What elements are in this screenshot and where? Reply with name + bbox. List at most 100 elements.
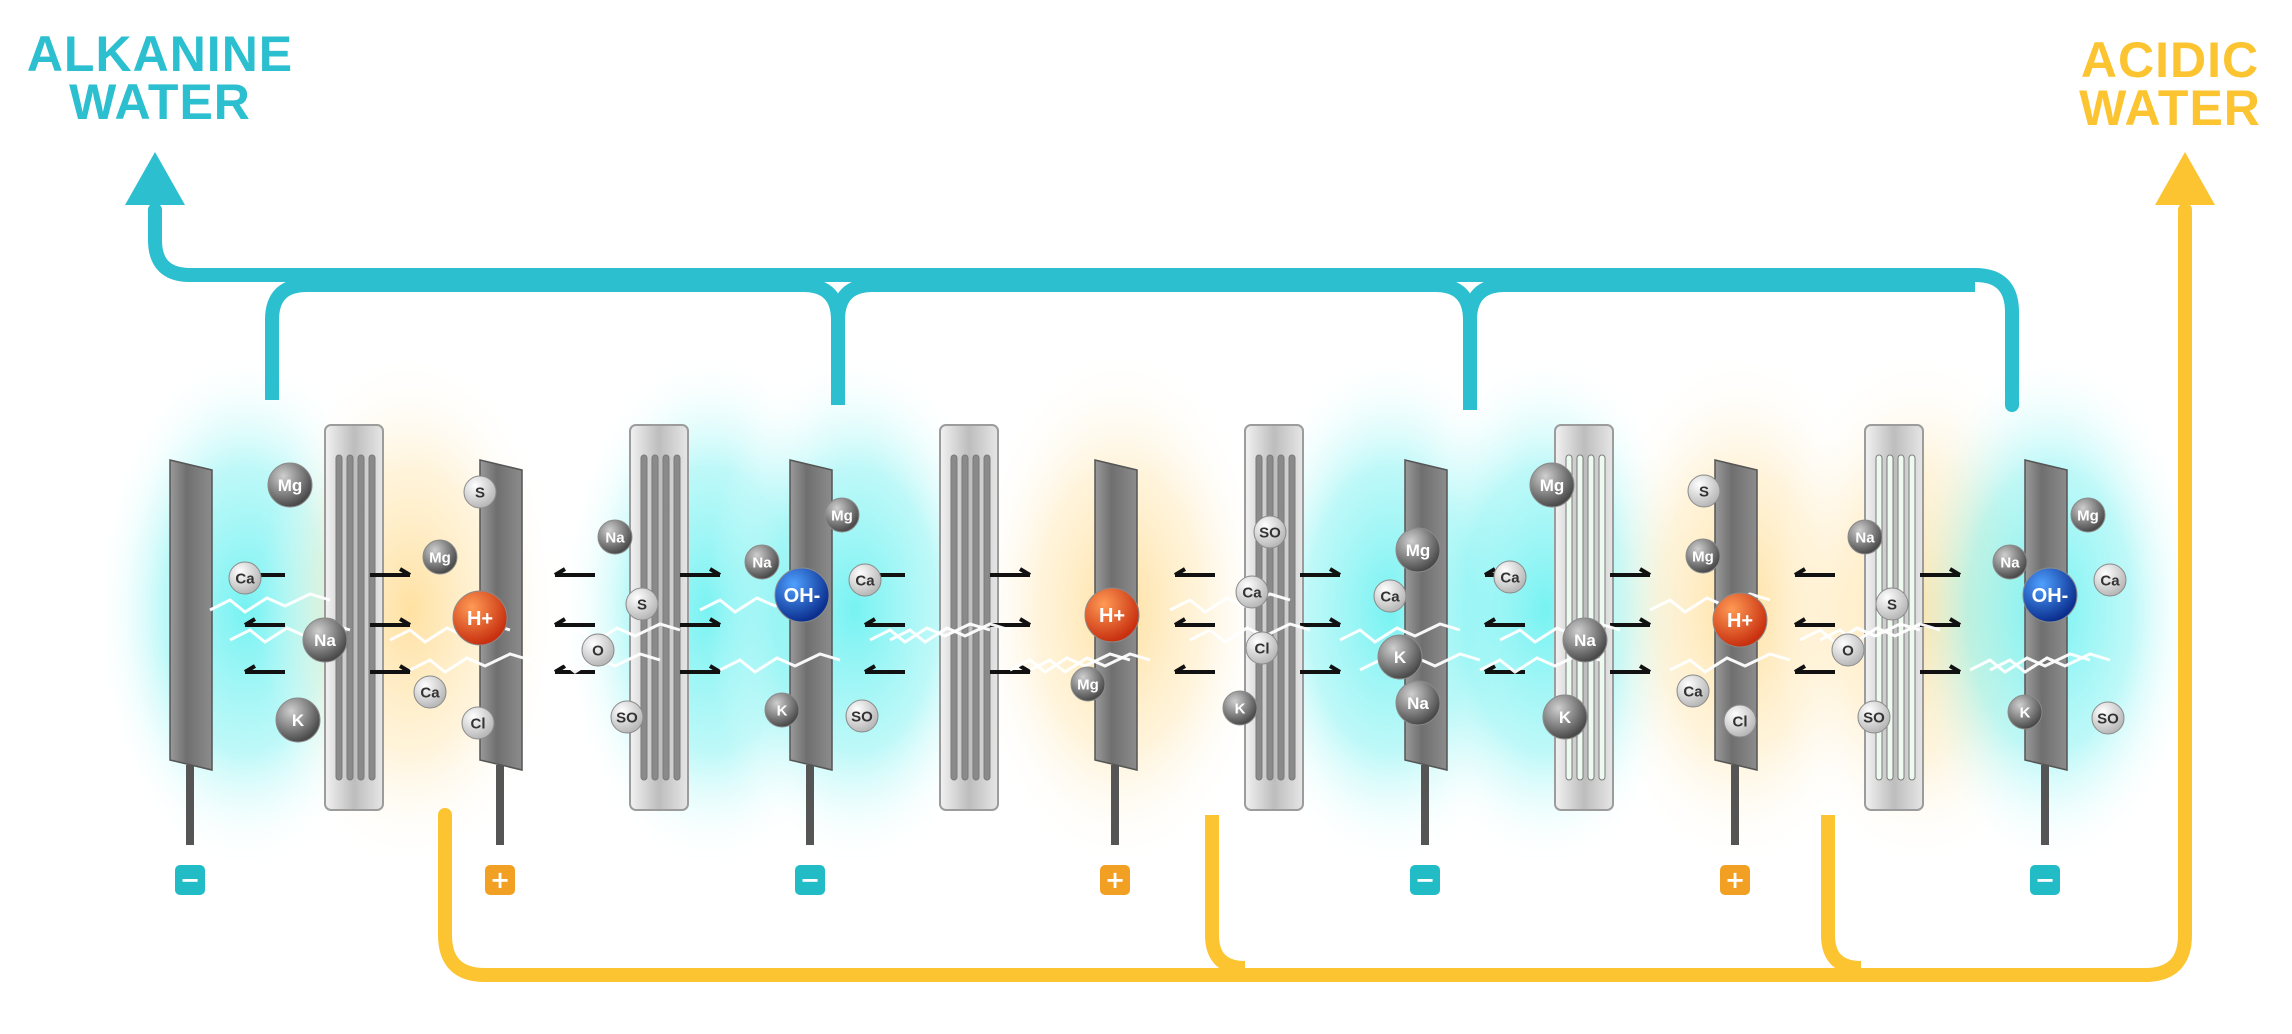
ion-label: K: [1559, 708, 1572, 727]
ion-label: H+: [1099, 605, 1125, 627]
ion-label: SO: [1259, 524, 1281, 541]
ion-h-minusplus: H+: [1712, 592, 1768, 648]
ion-sphere: [1084, 587, 1140, 643]
membrane-slot: [673, 454, 681, 781]
ion-sphere: [1493, 560, 1527, 594]
ion-na: Na: [1562, 617, 1608, 663]
alkaline-collector-pipe: [148, 203, 2019, 412]
ion-sphere: [625, 587, 659, 621]
acidic-branch-pipe: [1205, 815, 1246, 975]
ion-sphere: [1875, 587, 1909, 621]
ion-s: S: [463, 475, 497, 509]
current-streak: [1669, 652, 1791, 674]
polarity-badge-minus: −: [175, 865, 205, 895]
ion-sphere: [1831, 633, 1865, 667]
ion-na: Na: [597, 519, 633, 555]
membrane-slot: [1266, 454, 1274, 781]
ion-na: Na: [302, 617, 348, 663]
polarity-badge-box: [795, 865, 825, 895]
flow-arrow-left: [1483, 664, 1525, 674]
ion-k: K: [1542, 694, 1588, 740]
membrane-slot: [346, 454, 354, 781]
ion-label: Ca: [1500, 569, 1520, 586]
polarity-sign: −: [1415, 866, 1435, 894]
ion-label: Na: [1574, 631, 1596, 650]
ion-sphere: [1529, 462, 1575, 508]
ion-sphere: [275, 697, 321, 743]
flow-arrow-left: [243, 617, 285, 627]
ion-h-minusplus: H+: [452, 590, 508, 646]
ion-label: Na: [2000, 554, 2020, 571]
flow-arrow-left: [1483, 617, 1525, 627]
ion-ca: Ca: [1373, 579, 1407, 613]
current-streak: [889, 622, 1011, 644]
ion-sphere: [774, 567, 830, 623]
polarity-badge-box: [175, 865, 205, 895]
ion-sphere: [848, 563, 882, 597]
ion-label: S: [637, 596, 647, 613]
flow-arrow-right: [1300, 567, 1342, 577]
ion-mg: Mg: [2070, 497, 2106, 533]
acidic-title-line-2: WATER: [2079, 80, 2261, 136]
ion-so: SO: [845, 699, 879, 733]
ion-cl: Cl: [1723, 704, 1757, 738]
ion-sphere: [1685, 538, 1721, 574]
ion-label: Ca: [2100, 572, 2120, 589]
flow-arrow-right: [370, 664, 412, 674]
flow-arrow-left: [243, 664, 285, 674]
ion-label: K: [777, 702, 788, 719]
alkaline-arrow-head: [125, 152, 185, 205]
ion-sphere: [1857, 700, 1891, 734]
ion-sphere: [1562, 617, 1608, 663]
ion-label: K: [292, 711, 305, 730]
polarity-sign: +: [490, 866, 510, 894]
ion-mg: Mg: [824, 497, 860, 533]
glow-zone: [705, 350, 1005, 870]
ion-label: Ca: [1380, 588, 1400, 605]
ion-mg: Mg: [1395, 527, 1441, 573]
ion-mg: Mg: [1685, 538, 1721, 574]
ion-s: S: [1875, 587, 1909, 621]
polarity-badge-box: [1410, 865, 1440, 895]
ion-label: Na: [1855, 529, 1875, 546]
current-streak: [719, 652, 841, 674]
flow-arrow-left: [1173, 617, 1215, 627]
membrane-slot: [983, 454, 991, 781]
ion-o: O: [581, 633, 615, 667]
membrane-slot: [335, 454, 343, 781]
flow-arrow-right: [680, 617, 722, 627]
ion-label: Ca: [235, 570, 255, 587]
polarity-badge-box: [2030, 865, 2060, 895]
ion-label: SO: [616, 709, 638, 726]
ion-ca: Ca: [1235, 575, 1269, 609]
membrane-1: [324, 424, 384, 811]
polarity-sign: −: [800, 866, 820, 894]
ion-k: K: [1377, 634, 1423, 680]
ion-label: K: [1235, 700, 1246, 717]
flow-arrow-left: [1793, 664, 1835, 674]
ion-label: Cl: [471, 715, 486, 732]
ion-label: SO: [851, 708, 873, 725]
polarity-badge-box: [485, 865, 515, 895]
electrode-rod: [1731, 765, 1739, 845]
current-streak: [1989, 652, 2111, 674]
membrane-slot: [1598, 454, 1606, 781]
current-streak: [1339, 622, 1461, 644]
ion-h-minusplus: H+: [1084, 587, 1140, 643]
ion-sphere: [228, 561, 262, 595]
ion-sphere: [1373, 579, 1407, 613]
ion-sphere: [1542, 694, 1588, 740]
polarity-badge-plus: +: [485, 865, 515, 895]
ion-s: S: [625, 587, 659, 621]
polarity-sign: +: [1725, 866, 1745, 894]
ion-sphere: [2070, 497, 2106, 533]
flow-arrow-right: [1610, 664, 1652, 674]
membrane-4: [1244, 424, 1304, 811]
membrane-3: [939, 424, 999, 811]
ion-sphere: [744, 544, 780, 580]
alkaline-water-title: ALKANINE WATER: [10, 29, 310, 127]
electrode-plate-1: [169, 459, 213, 845]
membrane-slot: [1576, 454, 1584, 781]
ion-cl: Cl: [461, 706, 495, 740]
